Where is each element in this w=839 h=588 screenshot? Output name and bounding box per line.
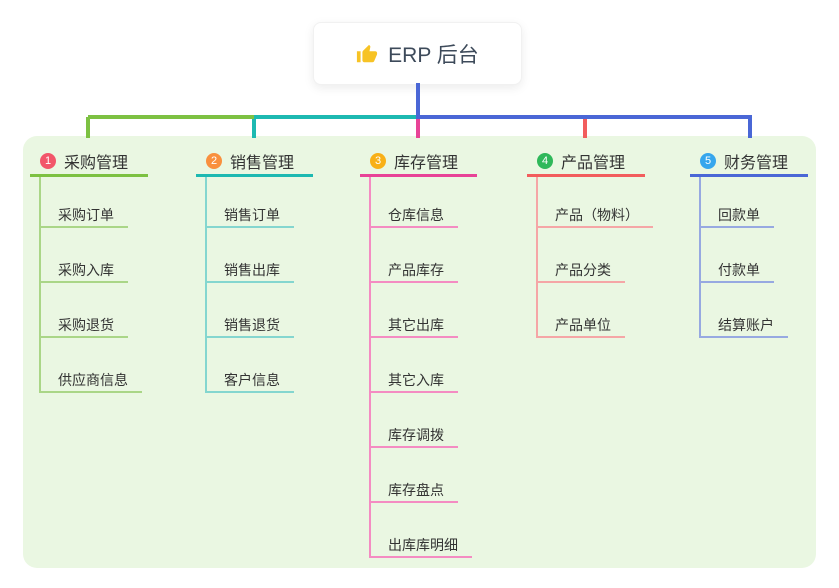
child-node[interactable]: 销售订单 xyxy=(205,202,294,228)
child-node[interactable]: 采购退货 xyxy=(39,312,128,338)
branch-node-finance[interactable]: 5 财务管理 xyxy=(690,148,808,177)
child-node[interactable]: 仓库信息 xyxy=(369,202,458,228)
connector-bus-left xyxy=(88,115,254,119)
child-node[interactable]: 产品分类 xyxy=(536,257,625,283)
connector-bus-right xyxy=(416,115,752,119)
connector-bus-mid xyxy=(254,115,418,119)
child-node[interactable]: 销售退货 xyxy=(205,312,294,338)
number-badge: 5 xyxy=(700,153,716,169)
child-node[interactable]: 付款单 xyxy=(699,257,774,283)
branch-label: 产品管理 xyxy=(561,155,626,172)
branch-product-management: 4 产品管理 产品（物料） 产品分类 产品单位 xyxy=(527,148,653,338)
connector-root xyxy=(416,83,420,119)
child-node[interactable]: 回款单 xyxy=(699,202,774,228)
branch-finance-management: 5 财务管理 回款单 付款单 结算账户 xyxy=(690,148,808,338)
connector-drop-finance xyxy=(748,117,752,138)
branch-purchase-management: 1 采购管理 采购订单 采购入库 采购退货 供应商信息 xyxy=(30,148,148,393)
connector-drop-sales xyxy=(252,117,256,138)
branch-node-inventory[interactable]: 3 库存管理 xyxy=(360,148,477,177)
child-node[interactable]: 库存盘点 xyxy=(369,477,458,503)
branch-node-sales[interactable]: 2 销售管理 xyxy=(196,148,313,177)
connector-drop-inventory xyxy=(416,117,420,138)
branch-label: 财务管理 xyxy=(724,155,789,172)
child-node[interactable]: 其它出库 xyxy=(369,312,458,338)
child-node[interactable]: 出库库明细 xyxy=(369,532,472,558)
connector-drop-product xyxy=(583,117,587,138)
branch-spine xyxy=(205,177,207,392)
branch-label: 库存管理 xyxy=(394,155,459,172)
branch-sales-management: 2 销售管理 销售订单 销售出库 销售退货 客户信息 xyxy=(196,148,313,393)
child-node[interactable]: 库存调拨 xyxy=(369,422,458,448)
child-node[interactable]: 客户信息 xyxy=(205,367,294,393)
branch-spine xyxy=(39,177,41,392)
number-badge: 4 xyxy=(537,153,553,169)
branch-spine xyxy=(369,177,371,557)
branch-spine xyxy=(699,177,701,337)
branch-inventory-management: 3 库存管理 仓库信息 产品库存 其它出库 其它入库 库存调拨 库存盘点 出库库… xyxy=(360,148,477,558)
branch-node-purchase[interactable]: 1 采购管理 xyxy=(30,148,148,177)
child-node[interactable]: 供应商信息 xyxy=(39,367,142,393)
child-node[interactable]: 采购入库 xyxy=(39,257,128,283)
branch-label: 销售管理 xyxy=(230,155,295,172)
root-node[interactable]: ERP 后台 xyxy=(313,22,522,85)
branch-label: 采购管理 xyxy=(64,155,129,172)
number-badge: 1 xyxy=(40,153,56,169)
number-badge: 2 xyxy=(206,153,222,169)
root-node-label: ERP 后台 xyxy=(388,43,479,67)
child-node[interactable]: 产品（物料） xyxy=(536,202,653,228)
child-node[interactable]: 结算账户 xyxy=(699,312,788,338)
child-node[interactable]: 采购订单 xyxy=(39,202,128,228)
child-node[interactable]: 销售出库 xyxy=(205,257,294,283)
branches-panel xyxy=(23,136,816,568)
branch-spine xyxy=(536,177,538,337)
child-node[interactable]: 其它入库 xyxy=(369,367,458,393)
connector-drop-purchase xyxy=(86,117,90,138)
thumbs-up-icon xyxy=(357,44,378,62)
branch-node-product[interactable]: 4 产品管理 xyxy=(527,148,645,177)
child-node[interactable]: 产品库存 xyxy=(369,257,458,283)
number-badge: 3 xyxy=(370,153,386,169)
child-node[interactable]: 产品单位 xyxy=(536,312,625,338)
